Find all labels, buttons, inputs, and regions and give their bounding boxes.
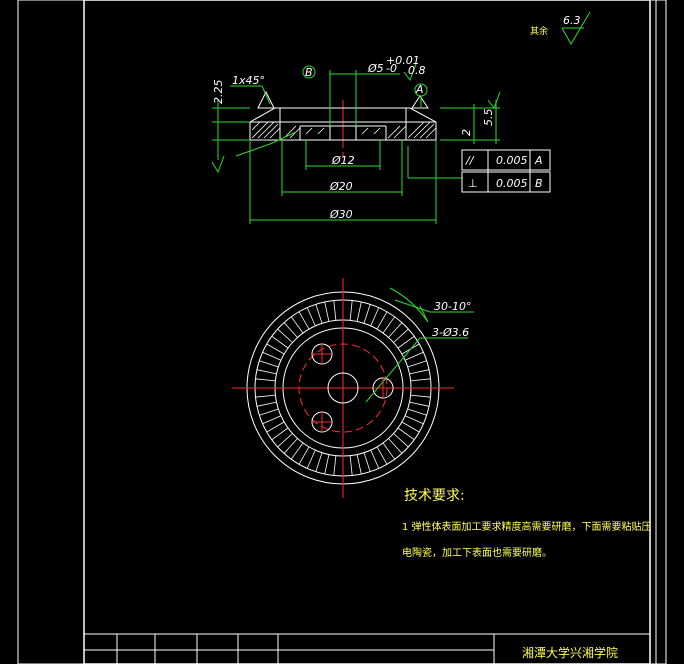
radial-slot — [298, 311, 310, 330]
radial-slot — [407, 408, 427, 416]
sheet-border — [17, 0, 667, 664]
dia-top-label: Ø5 — [367, 62, 384, 75]
roughness-label: 其余 — [530, 25, 548, 37]
tol-symbol-2: ⊥ — [468, 177, 478, 190]
radial-slot — [283, 438, 298, 454]
radial-slot — [409, 369, 430, 375]
radial-slot — [388, 322, 403, 338]
radial-slot — [356, 454, 362, 475]
radial-slot — [388, 438, 403, 454]
radial-slot — [277, 433, 293, 448]
radial-slot — [401, 421, 420, 433]
radial-slot — [262, 415, 282, 425]
tol-datum-1: A — [534, 154, 543, 167]
tol-upper: +0.01 — [386, 54, 420, 67]
radial-slot — [266, 343, 285, 355]
dia-12-label: Ø12 — [331, 154, 355, 167]
radial-slot — [277, 328, 293, 343]
radial-slot — [256, 369, 277, 375]
radial-slot — [376, 446, 388, 465]
radial-slot — [393, 433, 409, 448]
chamfer-label: 1x45° — [232, 74, 265, 87]
radial-slot — [382, 316, 396, 334]
radial-slot — [333, 455, 337, 476]
title-block: 湘潭大学兴湘学院 — [84, 633, 650, 664]
radial-slot — [255, 378, 276, 382]
roughness-symbol: 其余 6.3 — [530, 11, 591, 45]
holes-note: 3-Ø3.6 — [432, 326, 469, 339]
angle-note: 30-10° — [434, 300, 471, 313]
radial-slot — [290, 442, 304, 460]
radial-slot — [298, 446, 310, 465]
tol-lower: -0 — [386, 62, 397, 75]
radial-slot — [333, 300, 337, 321]
school-name: 湘潭大学兴湘学院 — [522, 645, 618, 660]
radial-slot — [349, 300, 353, 321]
radial-slot — [271, 427, 289, 441]
radial-slot — [324, 454, 330, 475]
dia-20-label: Ø20 — [329, 180, 353, 193]
roughness-value: 6.3 — [563, 14, 581, 27]
radial-slot — [363, 452, 371, 472]
radial-slot — [290, 316, 304, 334]
radial-slot — [256, 401, 277, 407]
dia-30-label: Ø30 — [329, 208, 353, 221]
radial-slot — [306, 449, 316, 469]
radial-slot — [259, 408, 279, 416]
plan-view: 30-10° 3-Ø3.6 — [232, 278, 474, 498]
radial-slot — [404, 351, 424, 361]
tech-line-1: 1 弹性体表面加工要求精度高需要研磨，下面需要粘贴压 — [402, 520, 652, 533]
tol-value-2: 0.005 — [496, 177, 528, 190]
radial-slot — [409, 401, 430, 407]
radial-slot — [410, 394, 431, 398]
radial-slot — [410, 378, 431, 382]
radial-slot — [324, 301, 330, 322]
dim-5-5: 5.5 — [482, 109, 495, 127]
tech-requirements: 技术要求: 1 弹性体表面加工要求精度高需要研磨，下面需要粘贴压 电陶瓷，加工下… — [402, 488, 652, 559]
datum-a-label: A — [415, 83, 424, 96]
radial-slot — [306, 307, 316, 327]
radial-slot — [370, 449, 380, 469]
radial-slot — [283, 322, 298, 338]
roughness-small: 0.8 — [408, 64, 426, 77]
radial-slot — [255, 394, 276, 398]
radial-slot — [393, 328, 409, 343]
radial-slot — [404, 415, 424, 425]
radial-slot — [315, 452, 323, 472]
radial-slot — [397, 335, 415, 349]
radial-slot — [376, 311, 388, 330]
tech-line-2: 电陶瓷，加工下表面也需要研磨。 — [402, 546, 552, 559]
radial-slot — [349, 455, 353, 476]
tol-value-1: 0.005 — [496, 154, 528, 167]
radial-slot — [266, 421, 285, 433]
svg-text:B: B — [305, 66, 313, 79]
radial-slot — [370, 307, 380, 327]
radial-slot — [397, 427, 415, 441]
radial-slot — [356, 301, 362, 322]
radial-slot — [271, 335, 289, 349]
dim-2: 2 — [460, 129, 473, 136]
tol-symbol-1: // — [465, 154, 475, 167]
radial-slot — [382, 442, 396, 460]
radial-slot — [259, 360, 279, 368]
radial-slot — [315, 304, 323, 324]
tol-datum-2: B — [535, 177, 543, 190]
dim-2-25: 2.25 — [212, 80, 225, 105]
section-view: B 1x45° 2.25 5.5 2 Ø5 +0.01 -0 A — [211, 54, 551, 224]
tech-heading: 技术要求: — [404, 488, 465, 504]
radial-slot — [363, 304, 371, 324]
radial-slot — [262, 351, 282, 361]
tolerance-frame: // 0.005 A ⊥ 0.005 B — [461, 149, 551, 193]
radial-slot — [407, 360, 427, 368]
